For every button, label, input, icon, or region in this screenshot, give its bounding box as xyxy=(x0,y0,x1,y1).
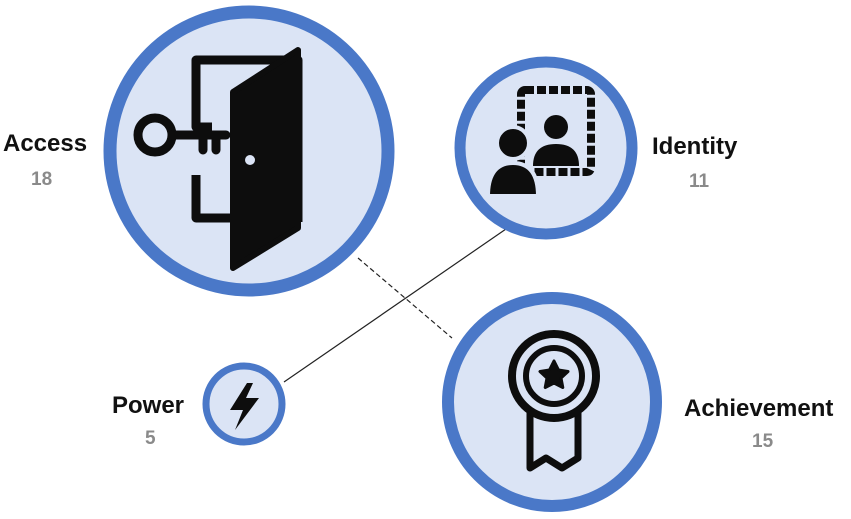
node-identity xyxy=(454,56,638,240)
count-access: 18 xyxy=(31,169,53,190)
node-access xyxy=(103,5,395,297)
award-star-medal-icon xyxy=(508,330,600,472)
label-access: Access xyxy=(3,130,88,157)
count-achievement: 15 xyxy=(752,431,774,452)
lightning-bolt-icon xyxy=(230,383,259,430)
label-identity: Identity xyxy=(652,133,738,160)
label-power: Power xyxy=(112,392,185,419)
count-power: 5 xyxy=(145,428,156,449)
door-key-icon xyxy=(133,47,303,271)
node-power xyxy=(202,362,286,446)
node-achievement xyxy=(442,292,662,512)
portrait-people-icon xyxy=(485,86,595,198)
connector-identity-power xyxy=(283,228,507,383)
count-identity: 11 xyxy=(689,171,710,192)
label-achievement: Achievement xyxy=(684,395,834,422)
connector-access-achievement xyxy=(357,257,453,339)
